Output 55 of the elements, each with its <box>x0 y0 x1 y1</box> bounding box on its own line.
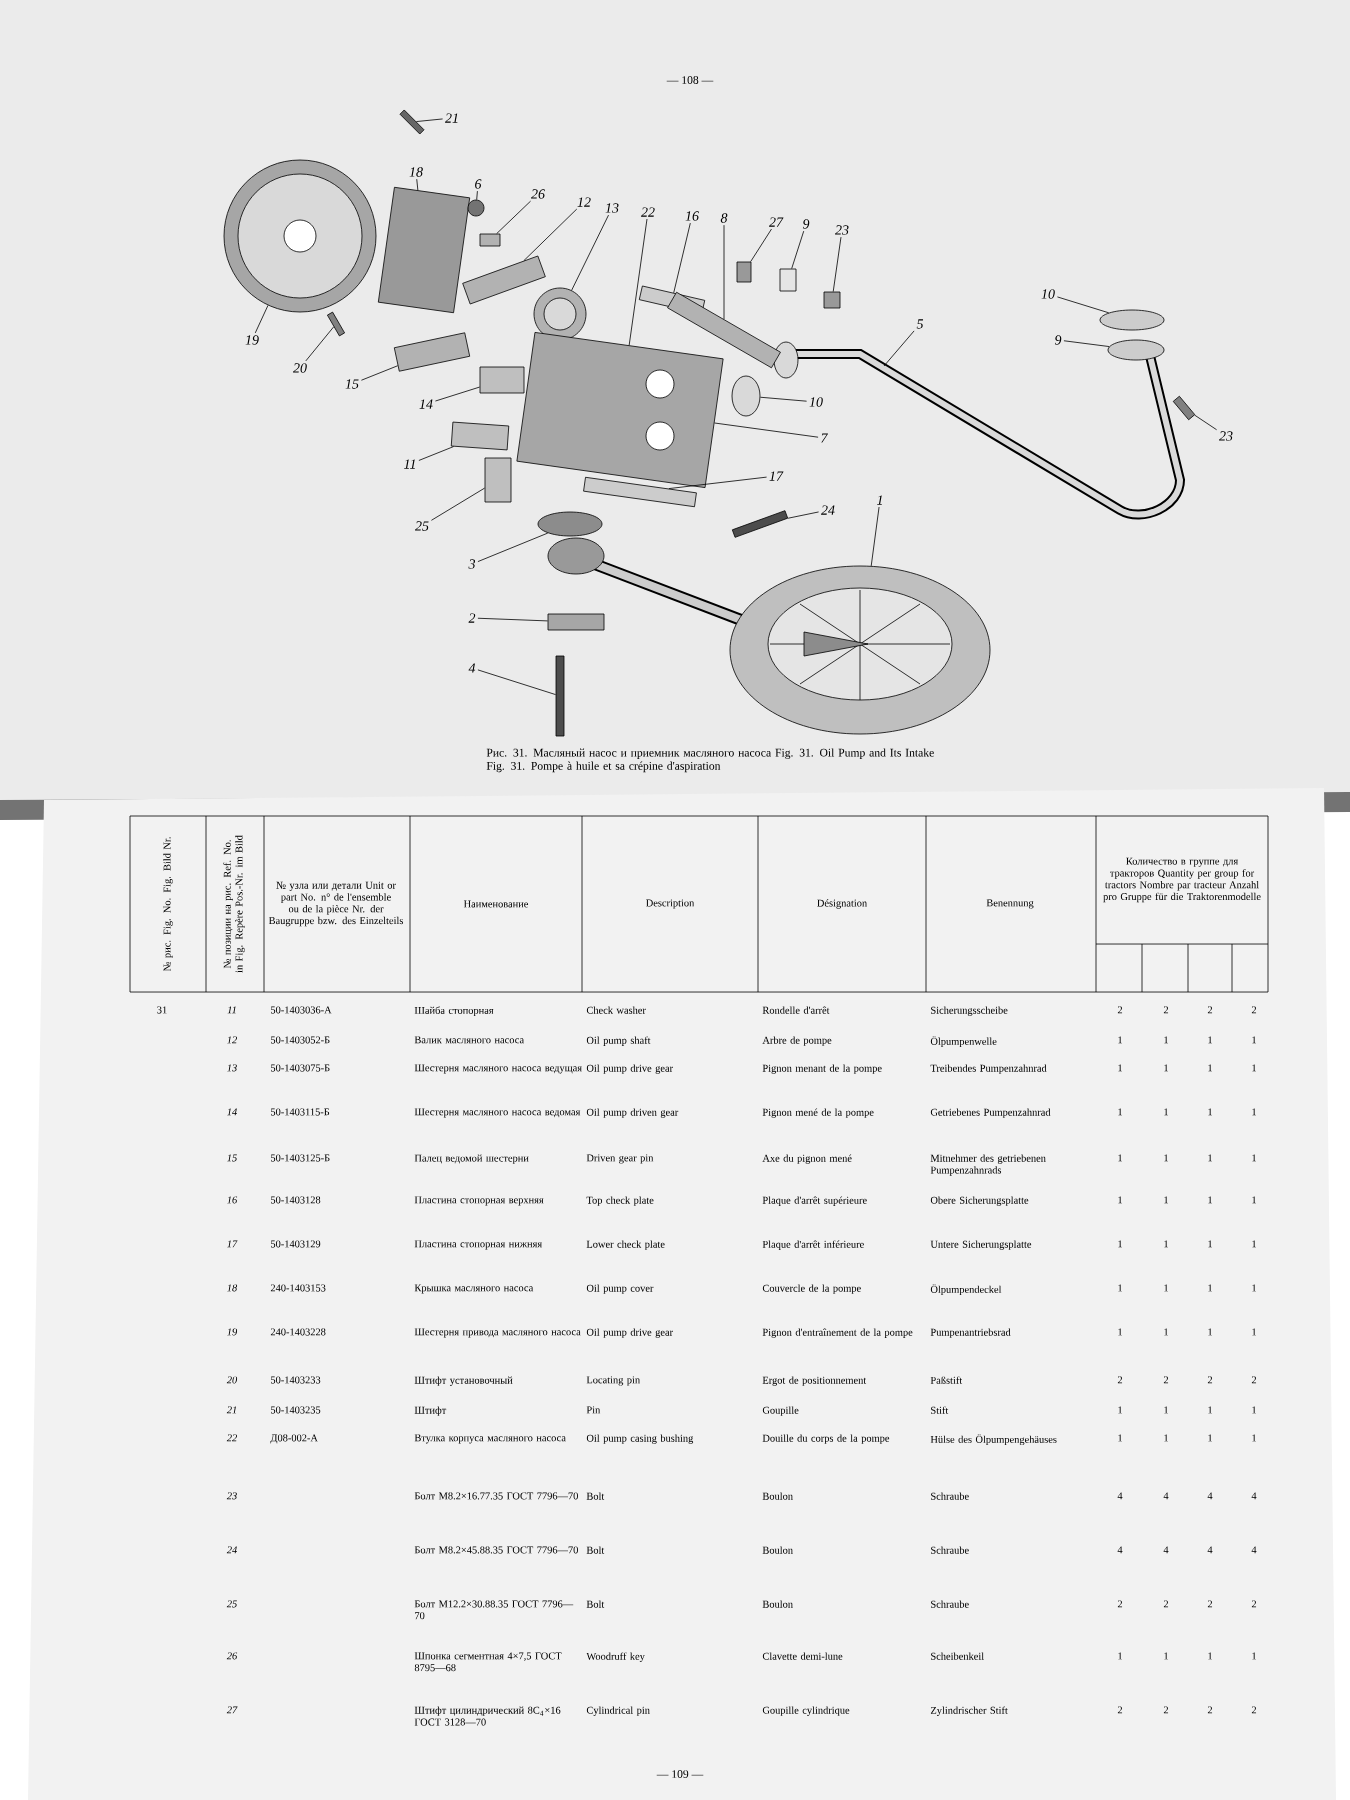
bolt <box>555 655 565 737</box>
pump-body <box>516 332 724 488</box>
leader-line <box>870 506 880 567</box>
leader-line <box>723 224 725 320</box>
plate <box>547 613 605 631</box>
bracket <box>667 291 781 369</box>
pin <box>736 261 752 283</box>
leader-line <box>668 476 767 489</box>
leader-line <box>571 214 609 291</box>
leader-line <box>431 487 485 521</box>
leader-line <box>791 230 805 269</box>
pin <box>327 311 345 337</box>
gasket <box>537 511 603 537</box>
leader-line <box>477 532 549 562</box>
leader-line <box>628 218 648 346</box>
pump-foot <box>479 366 525 394</box>
leader-line <box>714 422 819 438</box>
leader-line <box>477 617 548 622</box>
leader-line <box>760 396 807 402</box>
leader-line <box>523 208 578 262</box>
leader-line <box>477 669 556 695</box>
flange-gasket <box>1099 309 1165 331</box>
leader-line <box>415 118 443 122</box>
screw <box>1172 395 1196 421</box>
leader-line <box>305 326 335 362</box>
gear <box>223 159 377 313</box>
leader-line <box>361 365 399 381</box>
leader-line <box>416 178 419 191</box>
roller <box>393 332 471 372</box>
plate <box>583 476 697 508</box>
bolt-head <box>467 199 485 217</box>
leader-line <box>673 222 691 294</box>
key <box>479 233 501 247</box>
shaft <box>462 255 546 305</box>
leader-line <box>832 236 842 292</box>
leader-line <box>476 190 478 201</box>
cover-plate <box>377 186 471 314</box>
strainer <box>729 565 991 735</box>
bushing <box>484 457 512 503</box>
leader-line <box>418 446 454 461</box>
screw <box>823 291 841 309</box>
leader-line <box>254 304 269 334</box>
leader-line <box>750 228 772 262</box>
leader-line <box>496 200 531 234</box>
clamp <box>779 268 797 292</box>
gasket <box>731 375 761 417</box>
leader-line <box>883 330 915 367</box>
bolt <box>731 510 789 538</box>
leader-line <box>787 511 819 519</box>
flange-gasket <box>1107 339 1165 361</box>
leader-line <box>1063 340 1110 347</box>
leader-line <box>1194 414 1217 431</box>
leader-line <box>435 386 480 402</box>
pin <box>399 109 425 135</box>
leader-line <box>1057 296 1110 314</box>
